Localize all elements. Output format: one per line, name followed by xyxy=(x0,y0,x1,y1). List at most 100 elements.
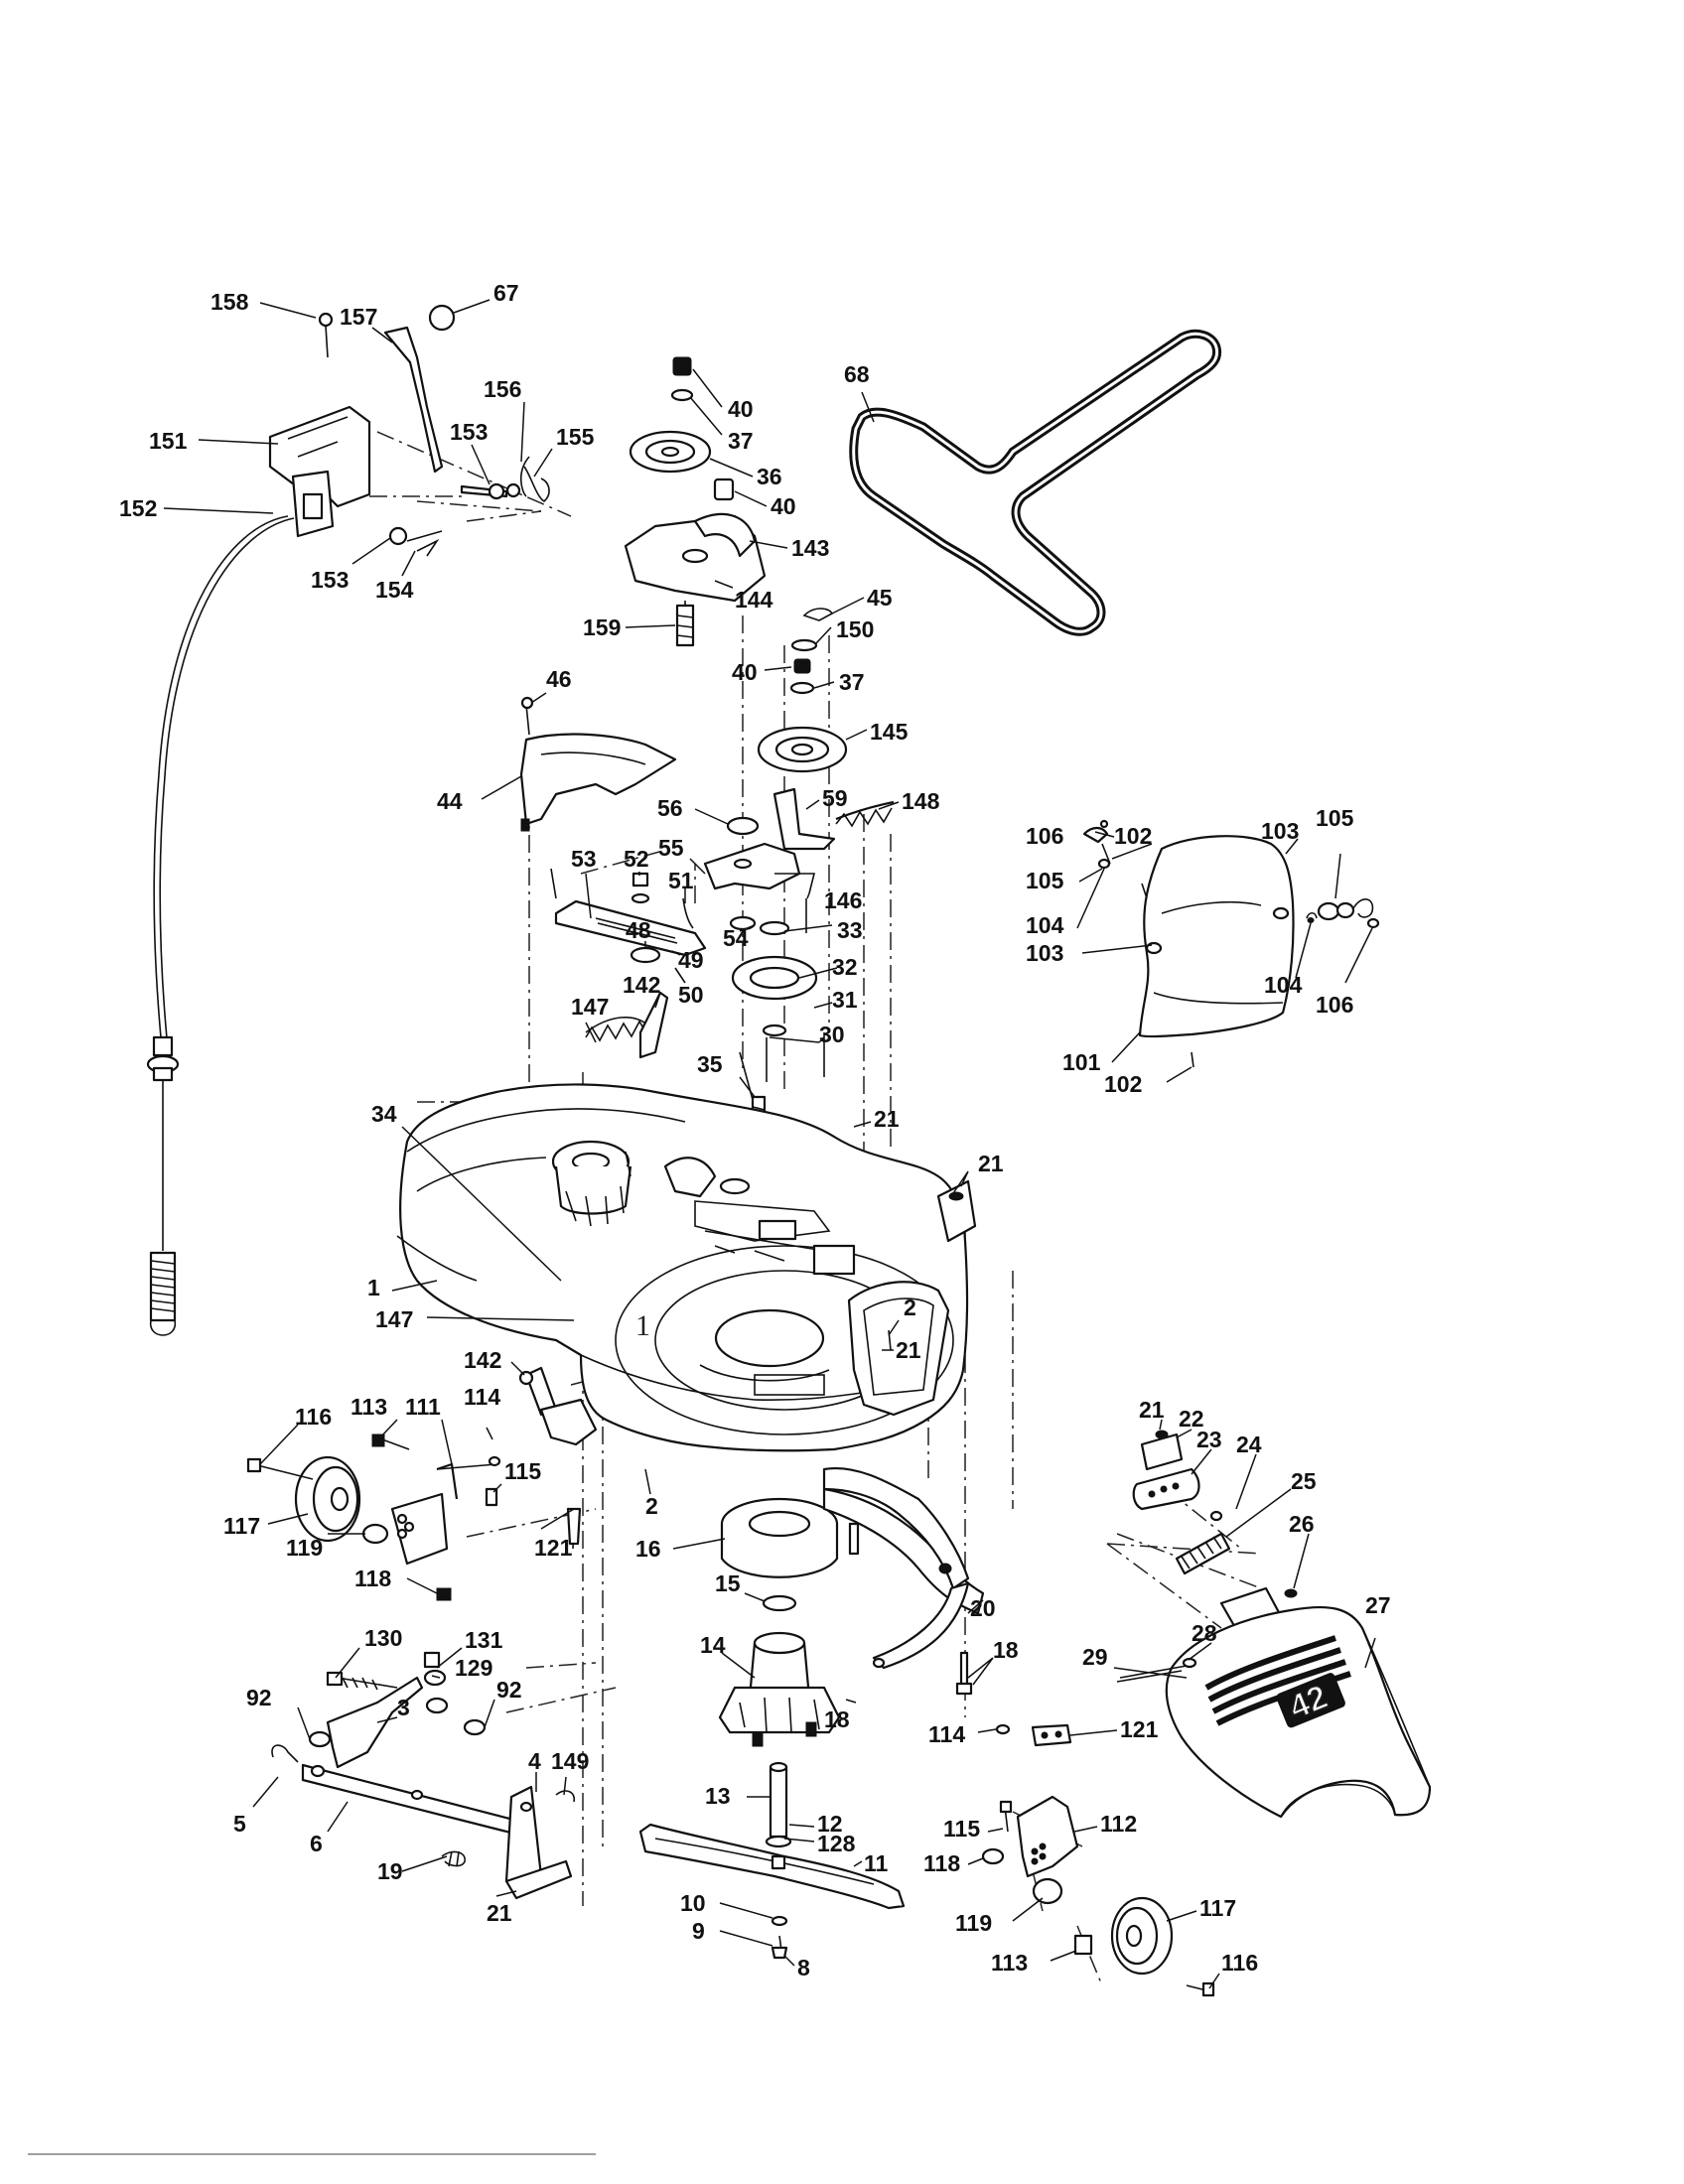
callout-113-left: 113 xyxy=(351,1394,387,1420)
spindle-assembly xyxy=(718,1497,841,1848)
callout-6: 6 xyxy=(310,1831,323,1856)
cable-ferrule xyxy=(152,1035,174,1057)
callout-21-e: 21 xyxy=(487,1900,512,1926)
callout-153-lower: 153 xyxy=(311,567,349,593)
leader-lines xyxy=(163,299,1376,1989)
callout-116-left: 116 xyxy=(295,1404,332,1430)
callout-104-right: 104 xyxy=(1264,972,1303,998)
callout-45: 45 xyxy=(867,585,893,611)
belt-guard xyxy=(519,696,677,832)
callout-3: 3 xyxy=(397,1695,410,1720)
callout-105-left: 105 xyxy=(1026,868,1064,893)
rear-hanger-assembly xyxy=(822,1467,985,1696)
lift-lever-assembly xyxy=(268,304,550,557)
callout-117-left: 117 xyxy=(223,1513,260,1539)
callout-54: 54 xyxy=(723,925,749,951)
callout-144: 144 xyxy=(735,587,773,613)
drive-belt xyxy=(849,329,1222,636)
callout-37-low: 37 xyxy=(839,669,865,695)
callout-68: 68 xyxy=(844,361,870,387)
callout-40-mid: 40 xyxy=(771,493,796,519)
mower-deck-housing: 1 xyxy=(396,1083,977,1452)
callout-29: 29 xyxy=(1082,1644,1108,1670)
callout-labels: 67 157 158 156 153 155 151 152 153 154 4… xyxy=(119,280,1391,1980)
callout-44: 44 xyxy=(437,788,463,814)
callout-92-left: 92 xyxy=(246,1685,272,1710)
callout-104-left: 104 xyxy=(1026,912,1064,938)
callout-30: 30 xyxy=(819,1022,845,1047)
callout-28: 28 xyxy=(1192,1620,1217,1646)
lock-nut-icon xyxy=(672,356,692,376)
wheel-bracket-left xyxy=(390,1492,449,1566)
callout-24: 24 xyxy=(1236,1432,1262,1457)
second-idler-stack xyxy=(757,608,848,773)
callout-50: 50 xyxy=(678,982,704,1008)
callout-154: 154 xyxy=(375,577,414,603)
belt-guard-shell xyxy=(519,733,677,826)
callout-115-left: 115 xyxy=(504,1458,541,1484)
callout-147-lower: 147 xyxy=(375,1306,413,1332)
callout-118-right: 118 xyxy=(923,1850,960,1876)
callout-157: 157 xyxy=(340,304,377,330)
idler-pulley-assembly xyxy=(624,356,767,647)
callout-23: 23 xyxy=(1196,1427,1222,1452)
callout-27: 27 xyxy=(1365,1592,1391,1618)
callout-105-right: 105 xyxy=(1316,805,1354,831)
callout-56: 56 xyxy=(657,795,683,821)
wheel-bracket-right xyxy=(1016,1795,1079,1878)
callout-55: 55 xyxy=(658,835,684,861)
bolt-head-icon xyxy=(318,312,334,328)
front-link-assembly xyxy=(271,1651,576,1900)
callout-21-a: 21 xyxy=(874,1106,900,1132)
deck-rear-frame xyxy=(847,1281,950,1417)
callout-119-right: 119 xyxy=(955,1910,992,1936)
callout-59: 59 xyxy=(822,785,848,811)
callout-19: 19 xyxy=(377,1858,403,1884)
callout-143: 143 xyxy=(791,535,829,561)
deck-hanger-142 xyxy=(638,991,669,1059)
callout-37-top: 37 xyxy=(728,428,754,454)
callout-46: 46 xyxy=(546,666,572,692)
callout-53: 53 xyxy=(571,846,597,872)
callout-9: 9 xyxy=(692,1918,705,1944)
front-gauge-wheel-left xyxy=(246,1433,582,1601)
lift-cable xyxy=(146,515,295,1336)
callout-34: 34 xyxy=(371,1101,397,1127)
callout-102-upper: 102 xyxy=(1114,823,1152,849)
hinge-plate-22 xyxy=(1140,1433,1184,1471)
callout-155: 155 xyxy=(556,424,595,450)
callout-111: 111 xyxy=(405,1394,441,1420)
callout-153-upper: 153 xyxy=(450,419,488,445)
callout-150: 150 xyxy=(836,616,874,642)
callout-22: 22 xyxy=(1179,1406,1204,1432)
callout-142-lower: 142 xyxy=(464,1347,501,1373)
callout-33: 33 xyxy=(837,917,863,943)
spindle-shaft xyxy=(769,1765,788,1839)
callout-40-top: 40 xyxy=(728,396,754,422)
callout-106-upper: 106 xyxy=(1026,823,1063,849)
callout-35: 35 xyxy=(697,1051,723,1077)
bracket-59 xyxy=(772,787,836,851)
callout-116-right: 116 xyxy=(1221,1950,1258,1976)
drag-link-6 xyxy=(301,1763,528,1839)
callout-115-right: 115 xyxy=(943,1816,980,1842)
callout-52: 52 xyxy=(624,846,649,872)
callout-145: 145 xyxy=(870,719,909,745)
lever-knob xyxy=(428,304,456,332)
callout-149: 149 xyxy=(551,1748,589,1774)
deck-number-marking: 1 xyxy=(635,1309,650,1342)
callout-117-right: 117 xyxy=(1199,1895,1236,1921)
callout-130: 130 xyxy=(364,1625,402,1651)
callout-48: 48 xyxy=(626,917,651,943)
callout-101: 101 xyxy=(1062,1049,1101,1075)
callout-21-c: 21 xyxy=(896,1337,921,1363)
callout-159: 159 xyxy=(583,614,621,640)
bracket-121-right xyxy=(1031,1723,1072,1747)
deck-shell xyxy=(399,1083,969,1452)
callout-15: 15 xyxy=(715,1570,741,1596)
callout-2-upper: 2 xyxy=(904,1295,916,1320)
callout-31: 31 xyxy=(832,987,858,1013)
callout-12: 12 xyxy=(817,1811,843,1837)
callout-16: 16 xyxy=(635,1536,661,1562)
